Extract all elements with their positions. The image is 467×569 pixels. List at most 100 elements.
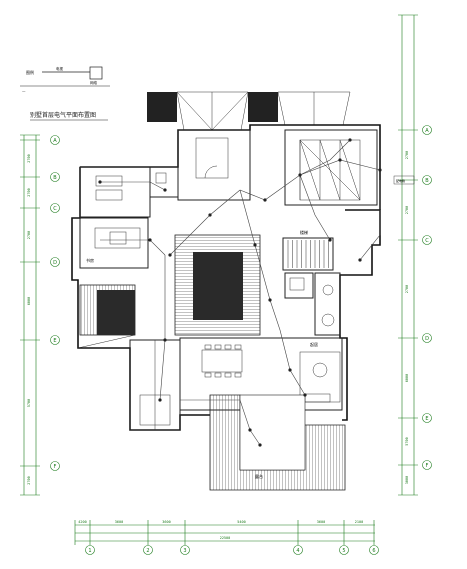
drawing-title: 别墅首层电气平面布置图 bbox=[30, 111, 96, 119]
legend-label-mid: 电视 bbox=[56, 66, 63, 71]
dimension-label: 2700 bbox=[405, 151, 409, 159]
electrical-device bbox=[98, 180, 102, 184]
grid-bubble bbox=[422, 235, 432, 245]
grid-label: 4 bbox=[296, 548, 299, 554]
electrical-device bbox=[148, 238, 152, 242]
grid-bubble bbox=[369, 545, 379, 555]
dimension-label: 4200 bbox=[78, 520, 86, 524]
grid-label: C bbox=[53, 206, 57, 212]
electrical-device bbox=[258, 443, 262, 447]
grid-bubble bbox=[50, 257, 60, 267]
grid-bubble bbox=[339, 545, 349, 555]
grid-bubbles-left: A B C D E F bbox=[50, 135, 60, 471]
electrical-device bbox=[338, 158, 342, 162]
dimension-label: 2700 bbox=[405, 206, 409, 214]
grid-label: C bbox=[425, 238, 429, 244]
grid-bubbles-right: A B C D E F bbox=[422, 125, 432, 470]
room-label-stair: 楼梯 bbox=[300, 229, 308, 235]
dimension-label: 5700 bbox=[405, 437, 409, 445]
grid-bubble bbox=[50, 135, 60, 145]
electrical-device bbox=[158, 398, 162, 402]
dining-table bbox=[201, 349, 243, 373]
grid-bubble bbox=[50, 172, 60, 182]
dimension-total: 22500 bbox=[220, 536, 231, 540]
grid-bubble bbox=[422, 333, 432, 343]
bottom-dimension-chain: 4200 3600 3600 5400 3600 2100 22500 bbox=[74, 520, 375, 545]
dimension-label: 3600 bbox=[162, 520, 170, 524]
dimension-label: 5400 bbox=[237, 520, 245, 524]
grid-bubble bbox=[422, 175, 432, 185]
grid-label: 2 bbox=[146, 548, 149, 554]
electrical-device bbox=[303, 393, 307, 397]
svg-text:—: — bbox=[22, 89, 26, 93]
grid-label: B bbox=[425, 178, 429, 184]
grid-bubble bbox=[293, 545, 303, 555]
room-label-study: 书房 bbox=[86, 257, 94, 263]
electrical-device bbox=[263, 198, 267, 202]
dimension-label: 2700 bbox=[27, 188, 31, 196]
grid-bubble bbox=[50, 203, 60, 213]
electrical-device bbox=[208, 213, 212, 217]
grid-label: B bbox=[53, 175, 57, 181]
room-label-living: 起居 bbox=[310, 341, 318, 347]
dark-fill-left bbox=[97, 290, 135, 335]
grid-bubble bbox=[180, 545, 190, 555]
grid-label: A bbox=[425, 128, 429, 134]
dimension-label: 6000 bbox=[405, 374, 409, 382]
grid-bubble bbox=[422, 413, 432, 423]
grid-label: 1 bbox=[88, 548, 91, 554]
grid-bubble bbox=[422, 460, 432, 470]
grid-label: D bbox=[53, 260, 57, 266]
dimension-label: 5700 bbox=[27, 399, 31, 407]
grid-label: A bbox=[53, 138, 57, 144]
electrical-device bbox=[268, 298, 272, 302]
grid-label: F bbox=[54, 464, 57, 470]
dimension-label: 2700 bbox=[27, 231, 31, 239]
dimension-label: 2700 bbox=[27, 476, 31, 484]
grid-label: D bbox=[425, 336, 429, 342]
electrical-device bbox=[378, 168, 382, 172]
electrical-device bbox=[163, 188, 167, 192]
legend-label-right: 网络 bbox=[90, 80, 97, 85]
electrical-device bbox=[288, 368, 292, 372]
right-dimension-chain: 2700 2700 2700 6000 5700 3000 bbox=[398, 14, 418, 496]
electrical-device bbox=[248, 428, 252, 432]
roof-block-left bbox=[147, 92, 177, 122]
electrical-device bbox=[163, 338, 167, 342]
grid-label: 3 bbox=[183, 548, 186, 554]
grid-bubble bbox=[143, 545, 153, 555]
grid-bubble bbox=[422, 125, 432, 135]
grid-label: F bbox=[426, 463, 429, 469]
building: 书房 楼梯 bbox=[71, 91, 382, 491]
dimension-label: 2700 bbox=[405, 285, 409, 293]
grid-label: 5 bbox=[342, 548, 345, 554]
courtyard-dark bbox=[193, 252, 243, 320]
legend: 图例 电视 网络 — bbox=[20, 66, 110, 93]
grid-label: E bbox=[425, 416, 428, 422]
stair: 楼梯 bbox=[282, 229, 334, 271]
electrical-device bbox=[253, 243, 257, 247]
grid-bubbles-bottom: 1 2 3 4 5 6 bbox=[85, 545, 379, 555]
left-dimension-chain: 2700 2700 2700 6000 5700 2700 bbox=[20, 134, 40, 496]
grid-label: 6 bbox=[372, 548, 375, 554]
legend-label-left: 图例 bbox=[26, 69, 34, 75]
room-label-terrace: 露台 bbox=[255, 473, 263, 479]
dimension-label: 2100 bbox=[355, 520, 363, 524]
dimension-label: 6000 bbox=[27, 297, 31, 305]
electrical-device bbox=[298, 173, 302, 177]
electrical-device bbox=[358, 258, 362, 262]
grid-bubble bbox=[50, 461, 60, 471]
grid-label: E bbox=[53, 338, 56, 344]
grid-bubble bbox=[50, 335, 60, 345]
dimension-label: 3600 bbox=[115, 520, 123, 524]
electrical-device bbox=[328, 238, 332, 242]
dimension-label: 3000 bbox=[405, 476, 409, 484]
electrical-device bbox=[348, 138, 352, 142]
roof-block-right bbox=[248, 92, 278, 122]
dimension-label: 2700 bbox=[27, 154, 31, 162]
electrical-device bbox=[168, 253, 172, 257]
grid-bubble bbox=[85, 545, 95, 555]
panel-note: 配电箱 bbox=[396, 178, 405, 183]
dimension-label: 3600 bbox=[317, 520, 325, 524]
